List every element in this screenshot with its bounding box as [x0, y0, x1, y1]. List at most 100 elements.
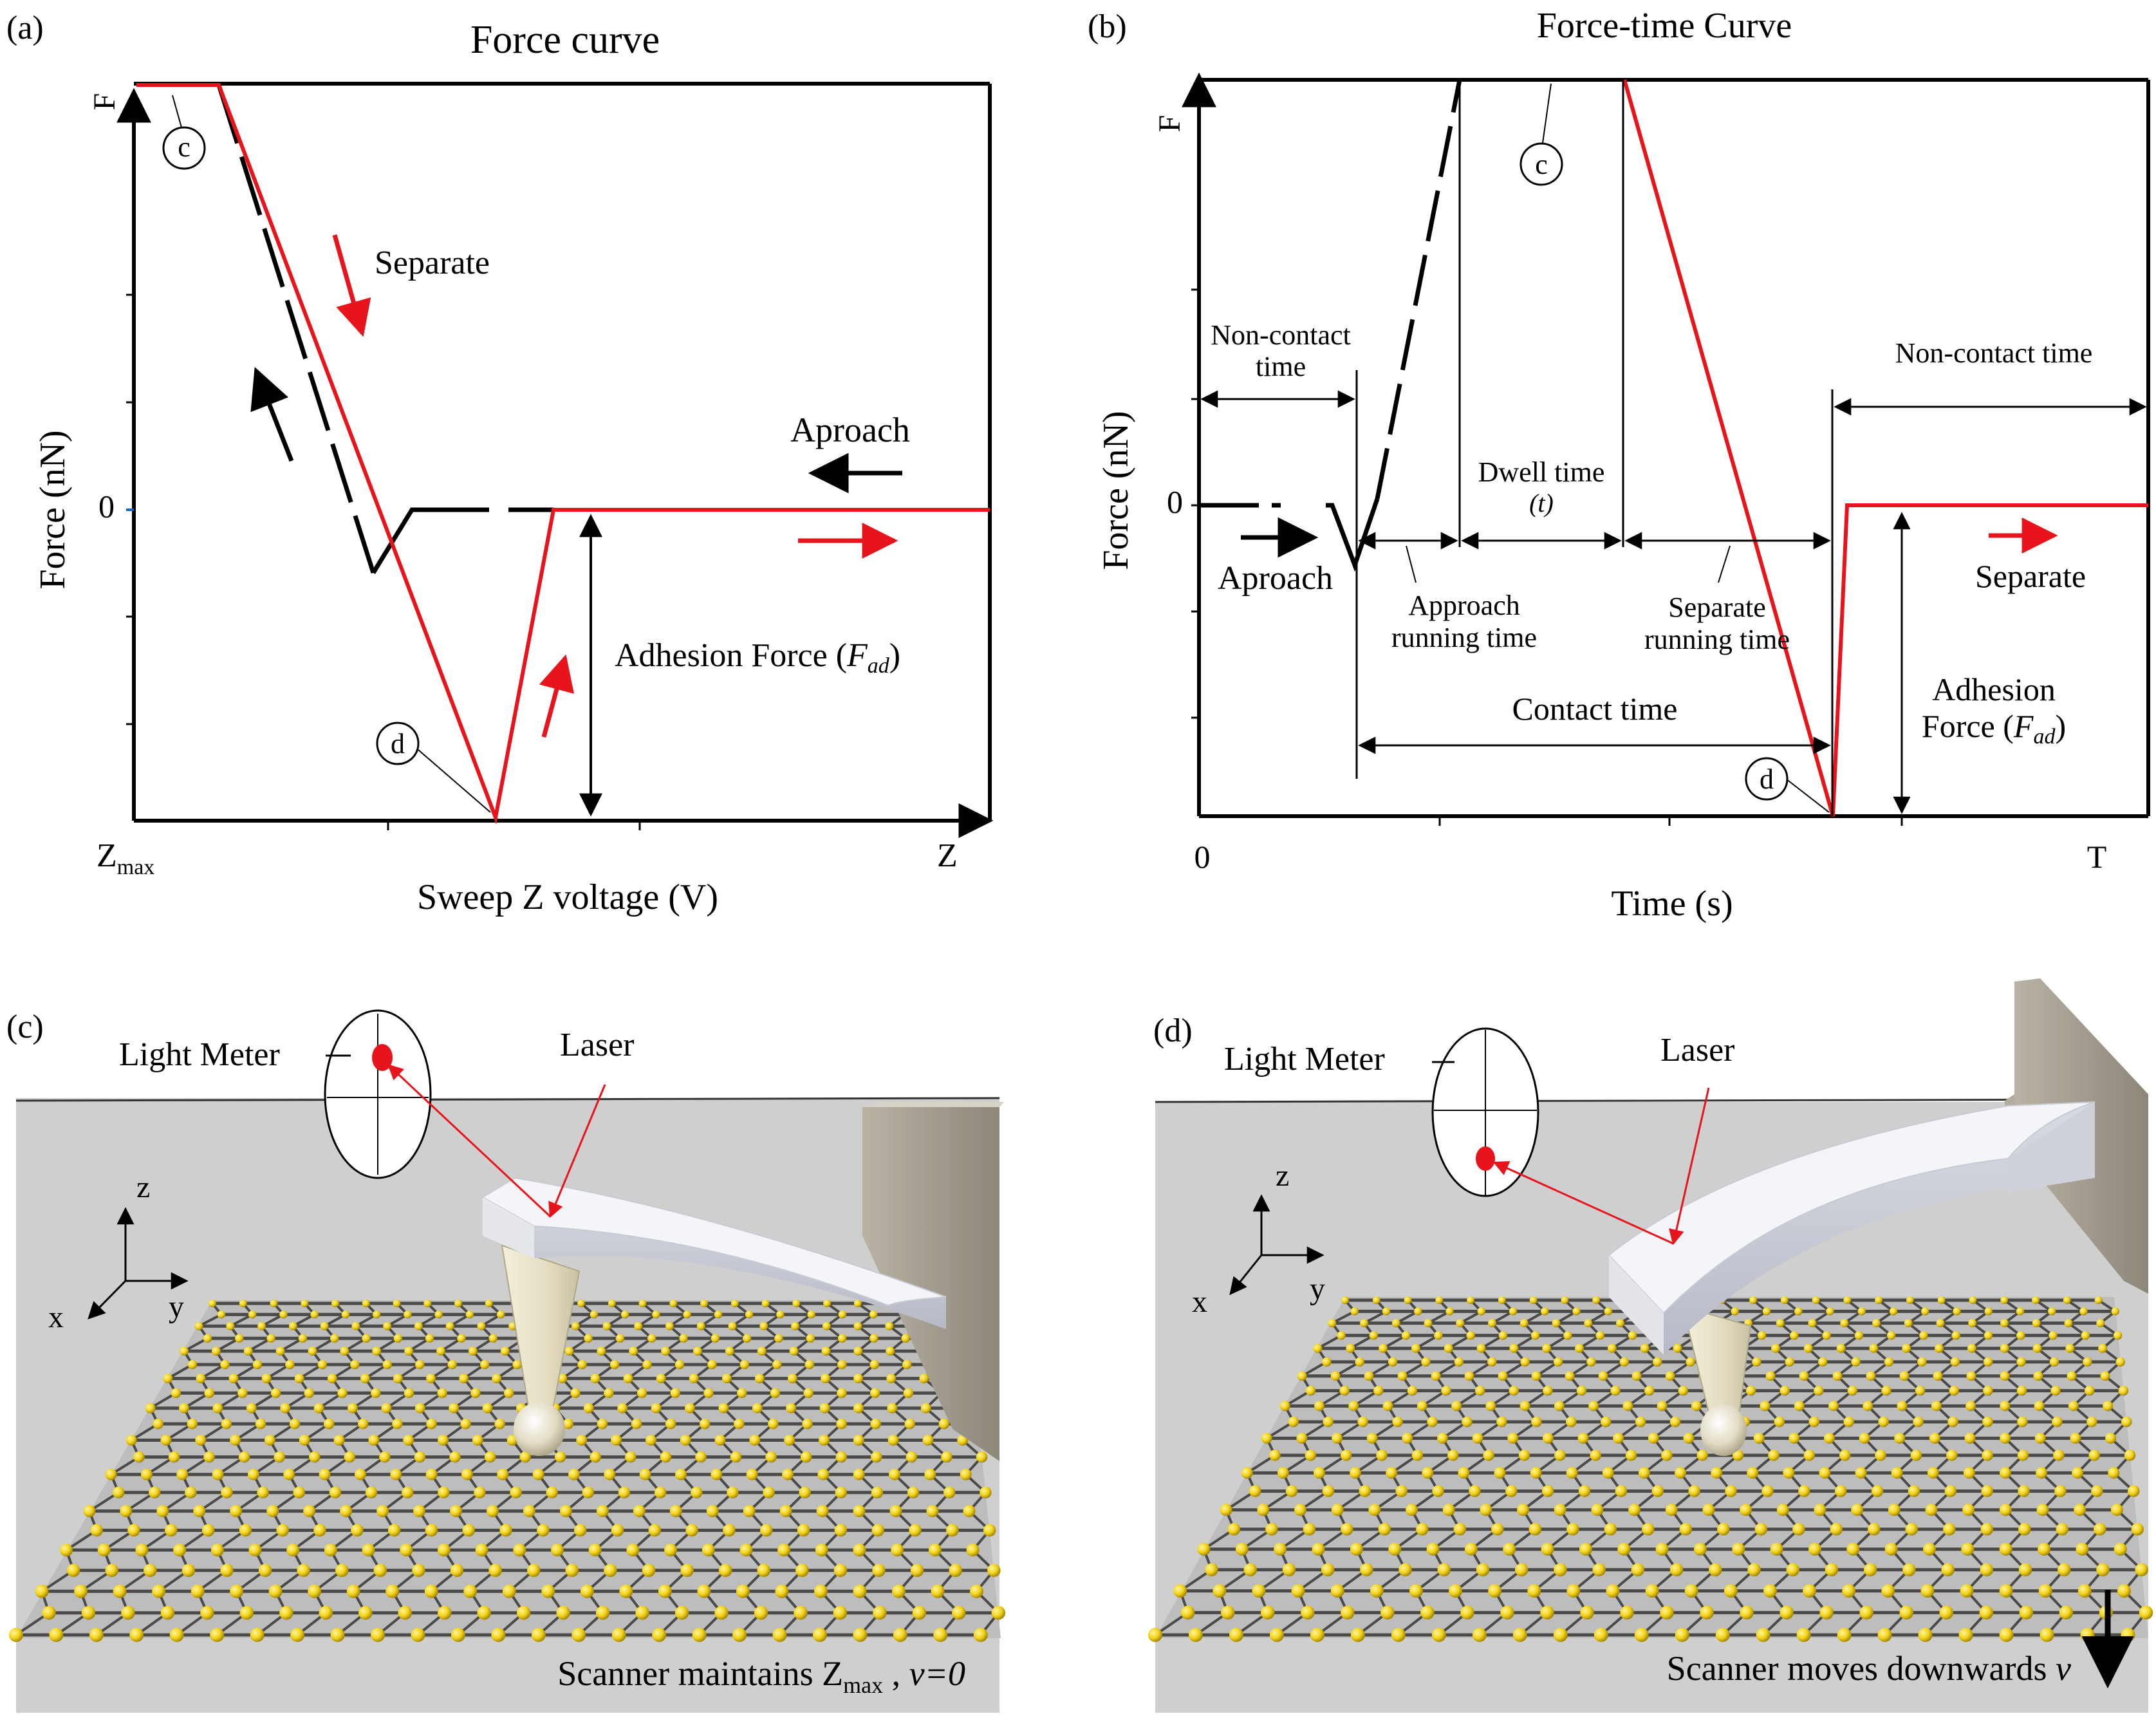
panel-c-laser-spot — [372, 1044, 393, 1071]
lattice-atom — [1794, 1401, 1805, 1412]
lattice-atom — [445, 1321, 454, 1330]
panel-d: (d) Light Meter — [1148, 978, 2153, 1713]
lattice-atom — [1341, 1296, 1349, 1304]
lattice-atom — [1355, 1357, 1364, 1367]
lattice-atom — [924, 1468, 936, 1480]
lattice-atom — [1586, 1357, 1596, 1367]
lattice-atom — [1431, 1628, 1446, 1642]
lattice-atom — [1869, 1343, 1879, 1353]
lattice-atom — [620, 1310, 629, 1319]
lattice-atom — [492, 1374, 502, 1384]
lattice-atom — [1435, 1296, 1444, 1304]
lattice-atom — [761, 1300, 770, 1307]
lattice-atom — [568, 1468, 581, 1480]
lattice-atom — [815, 1543, 828, 1557]
panel-a-point-d-label: d — [391, 728, 405, 760]
lattice-atom — [1453, 1523, 1467, 1536]
lattice-atom — [1780, 1385, 1790, 1396]
panel-b-point-d-label: d — [1760, 763, 1774, 795]
lattice-atom — [680, 1434, 691, 1446]
lattice-atom — [822, 1321, 831, 1330]
panel-a-retract-line — [136, 83, 990, 825]
lattice-atom — [266, 1505, 279, 1518]
lattice-atom — [1590, 1450, 1601, 1461]
lattice-atom — [1981, 1485, 1993, 1497]
lattice-atom — [1740, 1504, 1752, 1516]
lattice-atom — [294, 1374, 304, 1384]
lattice-atom — [371, 1628, 386, 1642]
lattice-atom — [1946, 1450, 1958, 1461]
lattice-atom — [1205, 1563, 1218, 1577]
lattice-atom — [2070, 1433, 2081, 1444]
lattice-atom — [2080, 1628, 2095, 1642]
lattice-atom — [821, 1374, 831, 1384]
lattice-atom — [1960, 1584, 1974, 1598]
lattice-atom — [2084, 1385, 2095, 1396]
lattice-atom — [1416, 1523, 1429, 1536]
lattice-atom — [152, 1584, 166, 1598]
lattice-atom — [582, 1486, 595, 1498]
panel-a-point-c-label: c — [178, 131, 191, 163]
lattice-atom — [1227, 1523, 1241, 1536]
lattice-atom — [2017, 1416, 2028, 1428]
lattice-atom — [2038, 1584, 2052, 1598]
lattice-atom — [1839, 1450, 1851, 1461]
lattice-atom — [1434, 1331, 1443, 1340]
panel-b-dwell-label-1: Dwell time — [1478, 456, 1605, 488]
lattice-atom — [1462, 1416, 1473, 1428]
lattice-atom — [341, 1310, 350, 1319]
lattice-atom — [1691, 1401, 1702, 1412]
lattice-atom — [2072, 1467, 2084, 1479]
lattice-atom — [721, 1374, 732, 1384]
lattice-atom — [887, 1403, 898, 1413]
lattice-atom — [1717, 1523, 1730, 1536]
panel-b-title: Force-time Curve — [1537, 6, 1792, 46]
lattice-atom — [1631, 1563, 1645, 1577]
lattice-atom — [351, 1321, 360, 1330]
panel-b-ylabel: Force (nN) — [1096, 411, 1136, 570]
lattice-atom — [372, 1310, 381, 1319]
panel-b-approach-label: Aproach — [1218, 560, 1333, 597]
lattice-atom — [1754, 1523, 1768, 1536]
lattice-atom — [412, 1563, 425, 1578]
lattice-atom — [1274, 1542, 1287, 1556]
lattice-atom — [1897, 1401, 1908, 1412]
lattice-atom — [1458, 1467, 1470, 1479]
lattice-atom — [1964, 1433, 1976, 1444]
lattice-atom — [400, 1543, 413, 1557]
lattice-atom — [414, 1359, 425, 1370]
lattice-atom — [1944, 1485, 1957, 1497]
lattice-atom — [1851, 1504, 1864, 1516]
lattice-atom — [1683, 1433, 1695, 1444]
lattice-atom — [1655, 1542, 1669, 1556]
lattice-atom — [889, 1468, 901, 1480]
lattice-atom — [853, 1374, 864, 1384]
lattice-atom — [248, 1543, 262, 1557]
lattice-atom — [739, 1359, 750, 1370]
lattice-atom — [661, 1347, 671, 1356]
lattice-atom — [1331, 1504, 1344, 1516]
lattice-atom — [1509, 1385, 1519, 1396]
lattice-atom — [449, 1403, 460, 1413]
lattice-atom — [1449, 1584, 1463, 1598]
lattice-atom — [596, 1505, 609, 1518]
lattice-atom — [519, 1451, 531, 1463]
lattice-atom — [285, 1359, 295, 1370]
lattice-atom — [2016, 1331, 2025, 1340]
lattice-atom — [1881, 1584, 1895, 1598]
lattice-atom — [484, 1451, 496, 1463]
lattice-atom — [1673, 1343, 1682, 1353]
lattice-atom — [220, 1359, 230, 1370]
lattice-atom — [1780, 1605, 1794, 1620]
lattice-atom — [1638, 1467, 1650, 1479]
lattice-atom — [2096, 1563, 2110, 1577]
lattice-atom — [1509, 1343, 1519, 1353]
lattice-atom — [573, 1524, 587, 1537]
lattice-atom — [734, 1418, 745, 1430]
lattice-atom — [324, 1543, 337, 1557]
lattice-atom — [1765, 1371, 1776, 1381]
panel-c-graphene-lattice — [9, 1300, 1006, 1642]
panel-b-approach-running-label-2: running time — [1391, 622, 1537, 653]
lattice-atom — [1296, 1433, 1308, 1444]
lattice-atom — [257, 1321, 266, 1330]
